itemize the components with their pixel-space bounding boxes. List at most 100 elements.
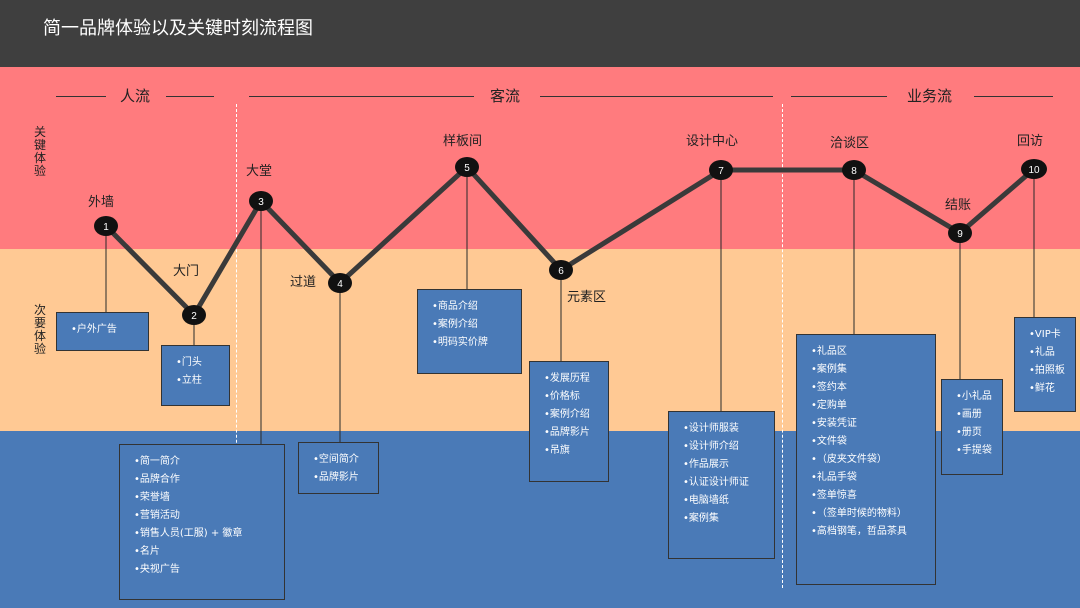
touchpoint-item: •认证设计师证 xyxy=(683,477,749,488)
node-5: 5 xyxy=(455,157,479,177)
stage-label: 大堂 xyxy=(246,164,273,179)
node-1: 1 xyxy=(94,216,118,236)
section-label-customer-flow: 客流 xyxy=(490,87,521,105)
node-3: 3 xyxy=(249,191,273,211)
touchpoint-item: •文件袋 xyxy=(811,436,847,447)
touchpoint-item: •品牌影片 xyxy=(313,472,359,483)
touchpoint-box-lobby: •简一简介•品牌合作•荣誉墙•营销活动•销售人员(工服) + 徽章•名片•央视广… xyxy=(119,444,285,600)
touchpoint-item: •高档钢笔，哲品茶具 xyxy=(811,526,907,537)
touchpoint-box-negotiation-area: •礼品区•案例集•签约本•定购单•安装凭证•文件袋•（皮夹文件袋）•礼品手袋•签… xyxy=(796,334,936,585)
touchpoint-item: •简一简介 xyxy=(134,456,180,467)
touchpoint-item: •价格标 xyxy=(544,391,580,402)
touchpoint-item: •VIP卡 xyxy=(1029,329,1061,340)
touchpoint-item: •鲜花 xyxy=(1029,383,1055,394)
stage-label: 回访 xyxy=(1017,134,1044,149)
touchpoint-list: •小礼品 •画册 •册页 •手提袋 xyxy=(956,388,1002,460)
touchpoint-box-exterior-wall: •户外广告 xyxy=(56,312,149,351)
node-number: 10 xyxy=(1028,165,1040,176)
touchpoint-item: •立柱 xyxy=(176,375,202,386)
node-number: 8 xyxy=(851,166,857,177)
section-label-people-flow: 人流 xyxy=(120,87,151,105)
touchpoint-list: •空间简介 •品牌影片 xyxy=(313,451,378,487)
touchpoint-item: •设计师服装 xyxy=(683,423,739,434)
journey-path xyxy=(104,164,1036,318)
touchpoint-list: •商品介绍•案例介绍•明码实价牌 xyxy=(432,298,521,352)
secondary-experience-label: 次要体验 xyxy=(33,303,46,356)
key-experience-band xyxy=(0,67,1080,249)
section-line xyxy=(56,96,106,97)
section-divider xyxy=(236,104,237,588)
touchpoint-item: •案例介绍 xyxy=(544,409,590,420)
touchpoint-item: •礼品 xyxy=(1029,347,1055,358)
touchpoint-box-checkout: •小礼品 •画册 •册页 •手提袋 xyxy=(941,379,1003,475)
touchpoint-list: •设计师服装 •设计师介绍 •作品展示 •认证设计师证 •电脑墙纸 •案例集 xyxy=(683,420,774,528)
touchpoint-item: •案例集 xyxy=(811,364,847,375)
stage-label: 过道 xyxy=(290,275,317,290)
key-experience-label: 关键体验 xyxy=(33,125,46,178)
stage-label: 洽谈区 xyxy=(830,136,870,151)
node-number: 5 xyxy=(464,163,470,174)
touchpoint-item: •安装凭证 xyxy=(811,418,857,429)
touchpoint-item: •礼品手袋 xyxy=(811,472,857,483)
touchpoint-item: •设计师介绍 xyxy=(683,441,739,452)
touchpoint-box-element-zone: •发展历程 •价格标 •案例介绍 •品牌影片 •吊旗 xyxy=(529,361,609,482)
touchpoint-list: •VIP卡 •礼品 •拍照板 •鲜花 xyxy=(1029,326,1075,398)
page-title: 简一品牌体验以及关键时刻流程图 xyxy=(43,18,313,39)
node-number: 1 xyxy=(103,222,109,233)
touchpoint-item: •签单惊喜 xyxy=(811,490,857,501)
stage-label: 大门 xyxy=(173,264,200,279)
touchpoint-list: •礼品区•案例集•签约本•定购单•安装凭证•文件袋•（皮夹文件袋）•礼品手袋•签… xyxy=(811,343,935,541)
touchpoint-item: •小礼品 xyxy=(956,391,992,402)
header-bar: 简一品牌体验以及关键时刻流程图 xyxy=(0,0,1080,67)
touchpoint-item: •作品展示 xyxy=(683,459,729,470)
node-4: 4 xyxy=(328,273,352,293)
touchpoint-item: •（皮夹文件袋） xyxy=(811,454,887,465)
touchpoint-item: •空间简介 xyxy=(313,454,359,465)
stage-label: 设计中心 xyxy=(686,134,739,149)
touchpoint-item: •营销活动 xyxy=(134,510,180,521)
touchpoint-box-corridor: •空间简介 •品牌影片 xyxy=(298,442,379,494)
node-number: 3 xyxy=(258,197,264,208)
section-line xyxy=(791,96,887,97)
touchpoint-list: •发展历程 •价格标 •案例介绍 •品牌影片 •吊旗 xyxy=(544,370,608,460)
node-number: 4 xyxy=(337,279,343,290)
touchpoint-item: •明码实价牌 xyxy=(432,337,488,348)
touchpoint-item: •册页 xyxy=(956,427,982,438)
touchpoint-box-gate: •门头•立柱 xyxy=(161,345,230,406)
touchpoint-item: •电脑墙纸 xyxy=(683,495,729,506)
touchpoint-item: •画册 xyxy=(956,409,982,420)
node-number: 6 xyxy=(558,266,564,277)
section-line xyxy=(540,96,773,97)
touchpoint-item: •礼品区 xyxy=(811,346,847,357)
touchpoint-item: •手提袋 xyxy=(956,445,992,456)
touchpoint-item: •（签单时候的物料） xyxy=(811,508,907,519)
touchpoint-box-return-visit: •VIP卡 •礼品 •拍照板 •鲜花 xyxy=(1014,317,1076,412)
stage-label: 外墙 xyxy=(88,195,115,210)
section-line xyxy=(974,96,1053,97)
node-6: 6 xyxy=(549,260,573,280)
touchpoint-item: •商品介绍 xyxy=(432,301,478,312)
touchpoint-item: •吊旗 xyxy=(544,445,570,456)
section-label-business-flow: 业务流 xyxy=(907,87,953,105)
touchpoint-item: •案例集 xyxy=(683,513,719,524)
node-number: 7 xyxy=(718,166,724,177)
touchpoint-list: •户外广告 xyxy=(71,321,148,339)
touchpoint-item: •拍照板 xyxy=(1029,365,1065,376)
touchpoint-item: •户外广告 xyxy=(71,324,117,335)
touchpoint-item: •发展历程 xyxy=(544,373,590,384)
node-9: 9 xyxy=(948,223,972,243)
node-8: 8 xyxy=(842,160,866,180)
touchpoint-item: •销售人员(工服) + 徽章 xyxy=(134,528,243,539)
touchpoint-box-showroom: •商品介绍•案例介绍•明码实价牌 xyxy=(417,289,522,374)
touchpoint-list: •门头•立柱 xyxy=(176,354,229,390)
section-line xyxy=(166,96,214,97)
section-line xyxy=(249,96,474,97)
touchpoint-box-design-center: •设计师服装 •设计师介绍 •作品展示 •认证设计师证 •电脑墙纸 •案例集 xyxy=(668,411,775,559)
node-number: 9 xyxy=(957,229,963,240)
touchpoint-item: •品牌影片 xyxy=(544,427,590,438)
node-number: 2 xyxy=(191,311,197,322)
touchpoint-item: •品牌合作 xyxy=(134,474,180,485)
section-divider xyxy=(782,104,783,588)
stage-label: 结账 xyxy=(945,198,972,213)
